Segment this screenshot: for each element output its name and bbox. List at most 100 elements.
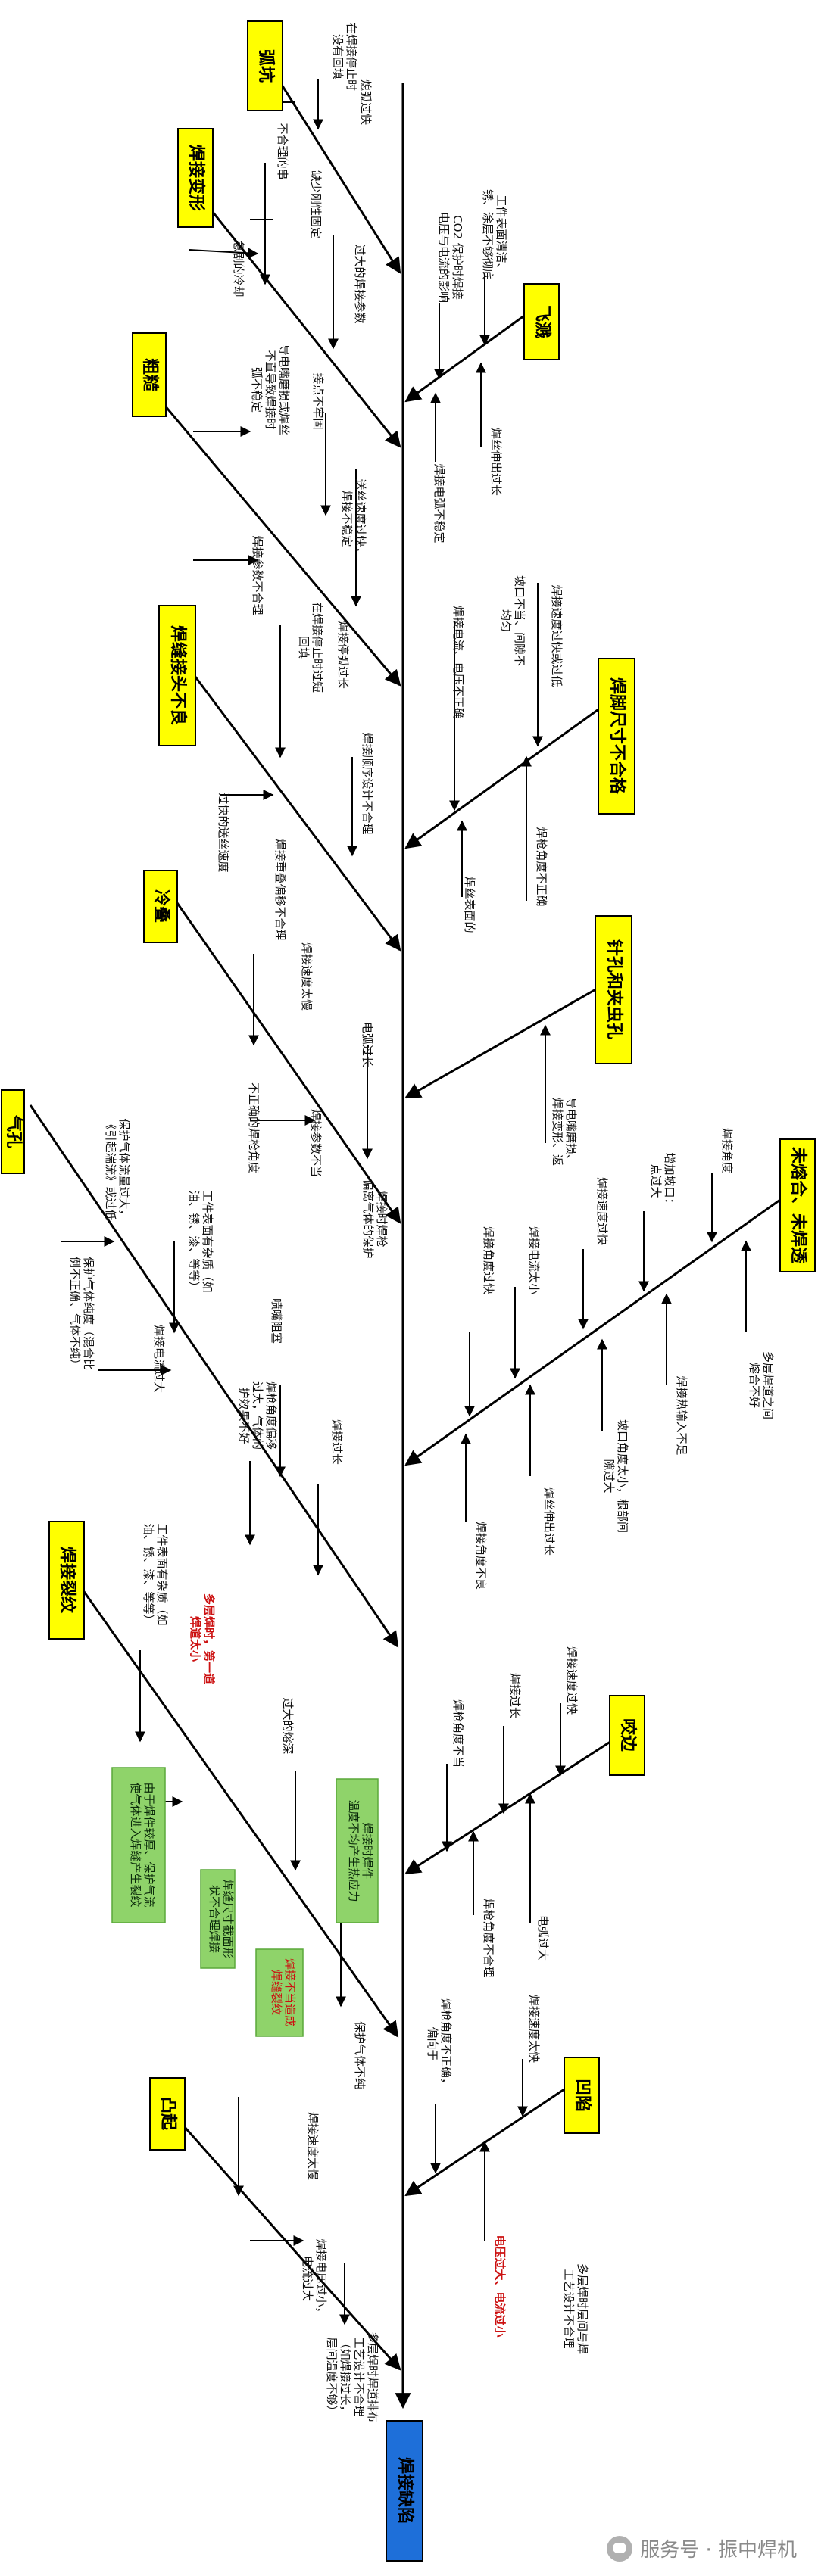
- category-hanjieliewen: 焊接裂纹: [48, 1521, 85, 1640]
- bone-aoxian: [404, 2059, 565, 2241]
- cause-label: 导电嘴磨损或焊丝不直导致焊接时弧不稳定: [250, 344, 291, 435]
- cause-label: 不正确的焊枪角度: [247, 1082, 261, 1173]
- svg-text:焊接缺陷: 焊接缺陷: [395, 2457, 415, 2524]
- bone-lengdie: [169, 892, 401, 1224]
- bone-tubeng: [176, 2097, 401, 2371]
- cause-label: 焊接速度太慢: [300, 942, 314, 1011]
- cause-label: 焊接角度过快: [482, 1226, 495, 1294]
- cause-label: 多层焊时层间与焊工艺设计不合理: [562, 2263, 589, 2354]
- cause-label: 焊接电流太小: [527, 1226, 541, 1294]
- cause-label: 熄弧过快: [359, 79, 373, 125]
- cause-label: 焊枪角度不正确: [535, 827, 548, 906]
- cause-label: 保护气体不纯: [353, 2021, 367, 2089]
- svg-text:焊接裂纹: 焊接裂纹: [58, 1547, 77, 1614]
- note-n2: 焊缝尺寸截面形状不合理焊接: [200, 1869, 236, 1969]
- category-feijian: 飞溅: [523, 283, 560, 360]
- note-n3: 焊接不当造成焊缝裂纹: [255, 1948, 304, 2037]
- svg-text:由于焊件较厚、保护气流使气体进入焊缝产生裂纹: 由于焊件较厚、保护气流使气体进入焊缝产生裂纹: [129, 1782, 156, 1907]
- cause-label: 焊枪角度偏移过大，气体的护效果不好: [237, 1381, 278, 1450]
- cause-label: 焊接热输入不足: [675, 1375, 688, 1455]
- cause-label: 增加坡口：点过大: [649, 1152, 676, 1209]
- svg-text:凹陷: 凹陷: [573, 2079, 592, 2112]
- svg-text:气孔: 气孔: [4, 1114, 23, 1148]
- category-tubeng: 凸起: [149, 2077, 186, 2151]
- cause-label: 焊枪角度不当: [451, 1699, 465, 1768]
- category-hanfengjietou: 焊缝接头不良: [158, 605, 196, 746]
- cause-label: 在焊接停止时过短回填: [297, 602, 324, 693]
- cause-label: 焊接速度过快: [565, 1646, 579, 1715]
- cause-label: 工件表面有杂质（如油、锈、漆、等等）: [187, 1190, 214, 1292]
- cause-label: 保护气体纯度（混合比例不正确、气体不纯）: [68, 1257, 95, 1370]
- category-qikong: 气孔: [1, 1089, 25, 1174]
- cause-label: 过大的焊接参数: [353, 244, 367, 323]
- svg-text:针孔和夹虫孔: 针孔和夹虫孔: [604, 939, 624, 1039]
- cause-label: 坡口不当、间隙不均匀: [499, 575, 526, 666]
- bone-hanjiaochicun: [404, 583, 607, 901]
- cause-label: 焊接电压过小，电流过大: [301, 2238, 328, 2318]
- cause-label: 焊丝伸出过长: [542, 1487, 556, 1556]
- cause-label: 焊接参数不当: [309, 1109, 323, 1177]
- cause-label: 焊接速度太慢: [306, 2112, 320, 2180]
- cause-label: 在焊接停止时没有回填: [331, 23, 358, 91]
- svg-text:冷叠: 冷叠: [151, 889, 171, 923]
- cause-label: 送丝速度过快，焊接不稳定: [340, 478, 367, 558]
- svg-text:凸起: 凸起: [158, 2097, 177, 2131]
- cause-label: 缺少刚性固定: [309, 170, 323, 238]
- cause-label: 导电嘴磨损、焊接变形、返: [551, 1098, 578, 1166]
- cause-label: 保护气体流量过大，《引起湍流》或过低: [104, 1118, 131, 1220]
- svg-text:焊缝接头不良: 焊缝接头不良: [168, 625, 188, 725]
- svg-text:焊接变形: 焊接变形: [186, 145, 206, 211]
- cause-label: 焊接重叠偏移不合理: [273, 838, 287, 940]
- bone-qikong: [29, 1104, 399, 1648]
- cause-label: 焊接速度过快或过低: [550, 584, 564, 687]
- cause-label: 过快的送丝速度: [217, 793, 230, 872]
- cause-label: 喷嘴阻塞: [270, 1298, 283, 1344]
- category-huokeng: 弧坑: [247, 20, 283, 111]
- cause-label: 焊接顺序设计不合理: [361, 732, 374, 834]
- category-hanjiebianxing: 焊接变形: [177, 128, 214, 228]
- category-weironghe: 未熔合、未焊透: [779, 1138, 816, 1272]
- bone-cucao: [131, 366, 401, 687]
- bone-zhenkong: [404, 986, 599, 1143]
- cause-label: 焊丝伸出过长: [489, 428, 503, 496]
- cause-label: 多层焊道之间熔合不好: [748, 1351, 775, 1419]
- svg-text:粗糙: 粗糙: [140, 358, 159, 391]
- cause-label: 焊丝表面的: [463, 876, 476, 933]
- cause-label: 工件表面有杂质（如油、锈、漆、等等）: [142, 1523, 169, 1625]
- cause-label: 焊枪角度不正确，偏向于: [426, 1998, 453, 2089]
- cause-label: 焊接速度太快: [527, 1995, 541, 2063]
- category-aoxian: 凹陷: [564, 2057, 600, 2134]
- cause-label: 多层焊时，第一道焊道太小: [189, 1593, 216, 1684]
- bone-hanjiebianxing: [184, 163, 401, 448]
- cause-label: 工件表面清洁、锈、涂层不够彻底: [481, 189, 508, 280]
- cause-label: 焊接角度不良: [474, 1522, 488, 1590]
- cause-label: 焊接停弧过长: [336, 621, 350, 689]
- category-yaobian: 咬边: [609, 1695, 645, 1776]
- cause-label: 急剧的冷却: [232, 240, 245, 297]
- cause-label: 焊接电流过大: [152, 1325, 166, 1393]
- cause-label: 焊接参数不合理: [251, 535, 264, 615]
- cause-label: 焊接电弧不稳定: [432, 463, 446, 543]
- category-zhenkong: 针孔和夹虫孔: [595, 915, 632, 1064]
- svg-text:焊缝尺寸截面形状不合理焊接: 焊缝尺寸截面形状不合理焊接: [208, 1879, 235, 1958]
- cause-label: 焊接角度: [720, 1128, 734, 1173]
- cause-label: 焊接过长: [508, 1673, 522, 1718]
- cause-label: 接点不牢固: [311, 372, 325, 429]
- svg-text:弧坑: 弧坑: [256, 49, 276, 83]
- category-hanjiaochicun: 焊脚尺寸不合格: [598, 658, 635, 815]
- watermark-text: 服务号 · 振中焊机: [640, 2539, 797, 2562]
- svg-text:焊接不当造成焊缝裂纹: 焊接不当造成焊缝裂纹: [270, 1958, 297, 2026]
- cause-label: 不合理的串: [276, 123, 289, 179]
- cause-label: 电压过大、电流过小: [493, 2235, 507, 2337]
- head-box: 焊接缺陷: [386, 2420, 423, 2562]
- bone-yaobian: [404, 1703, 618, 1923]
- watermark: 服务号 · 振中焊机: [607, 2534, 797, 2562]
- category-cucao: 粗糙: [132, 332, 167, 417]
- svg-text:焊接时焊件温度不均产生热应力: 焊接时焊件温度不均产生热应力: [347, 1799, 374, 1902]
- category-lengdie: 冷叠: [143, 870, 178, 943]
- cause-label: 电弧过长: [361, 1022, 374, 1067]
- cause-label: 焊枪角度不合理: [482, 1898, 495, 1977]
- cause-label: 焊接过长: [330, 1419, 344, 1465]
- wechat-icon: [607, 2535, 633, 2562]
